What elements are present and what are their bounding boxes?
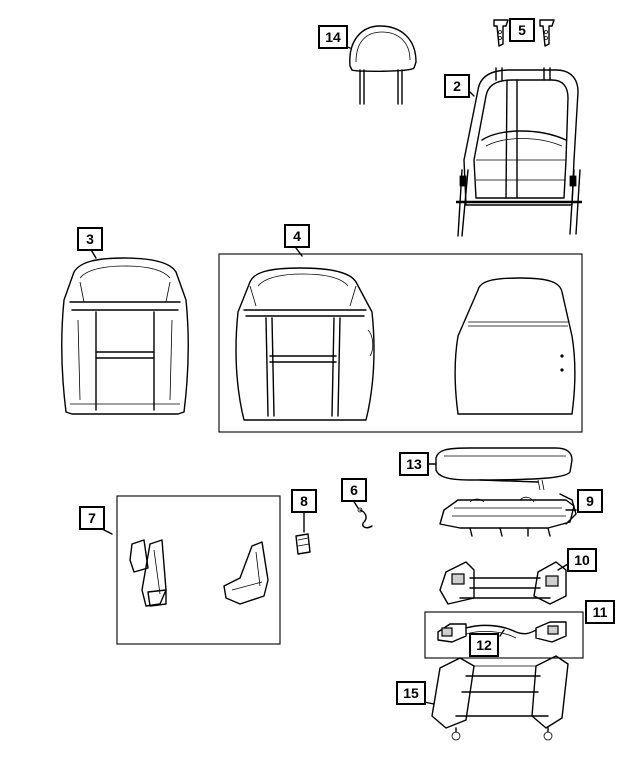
part-seatback-cover-group: [218, 253, 583, 433]
part-wire-clip: [352, 499, 373, 529]
callout-15: 15: [396, 681, 426, 705]
callout-12: 12: [469, 633, 499, 657]
part-seatback-cushion: [61, 247, 189, 415]
part-seatback-frame: [456, 67, 582, 237]
part-headrest-guides: [493, 19, 555, 47]
callout-13: 13: [399, 452, 429, 476]
callout-8: 8: [291, 489, 317, 513]
part-side-shield-outer: [223, 541, 269, 605]
callout-5: 5: [509, 18, 535, 42]
callout-14: 14: [318, 25, 348, 49]
part-side-shield-inner: [103, 529, 167, 607]
part-seat-frame: [439, 561, 569, 605]
callout-10: 10: [567, 548, 597, 572]
callout-4: 4: [284, 224, 310, 248]
callout-6: 6: [341, 478, 367, 502]
callout-11: 11: [585, 600, 615, 624]
part-seatback-cover-rear: [454, 277, 576, 415]
callout-3: 3: [77, 227, 103, 251]
part-cushion-pan: [439, 493, 577, 537]
part-headrest: [336, 25, 417, 105]
part-seat-cushion: [425, 447, 573, 491]
callout-2: 2: [444, 74, 470, 98]
part-seat-adjuster: [437, 621, 567, 643]
part-side-shield-group: [116, 495, 281, 645]
callout-7: 7: [79, 506, 105, 530]
part-knob: [295, 511, 311, 555]
part-adjuster-group: [424, 611, 584, 659]
callout-9: 9: [577, 489, 603, 513]
part-seatback-cover-front: [235, 267, 375, 421]
part-seat-track: [423, 655, 569, 741]
